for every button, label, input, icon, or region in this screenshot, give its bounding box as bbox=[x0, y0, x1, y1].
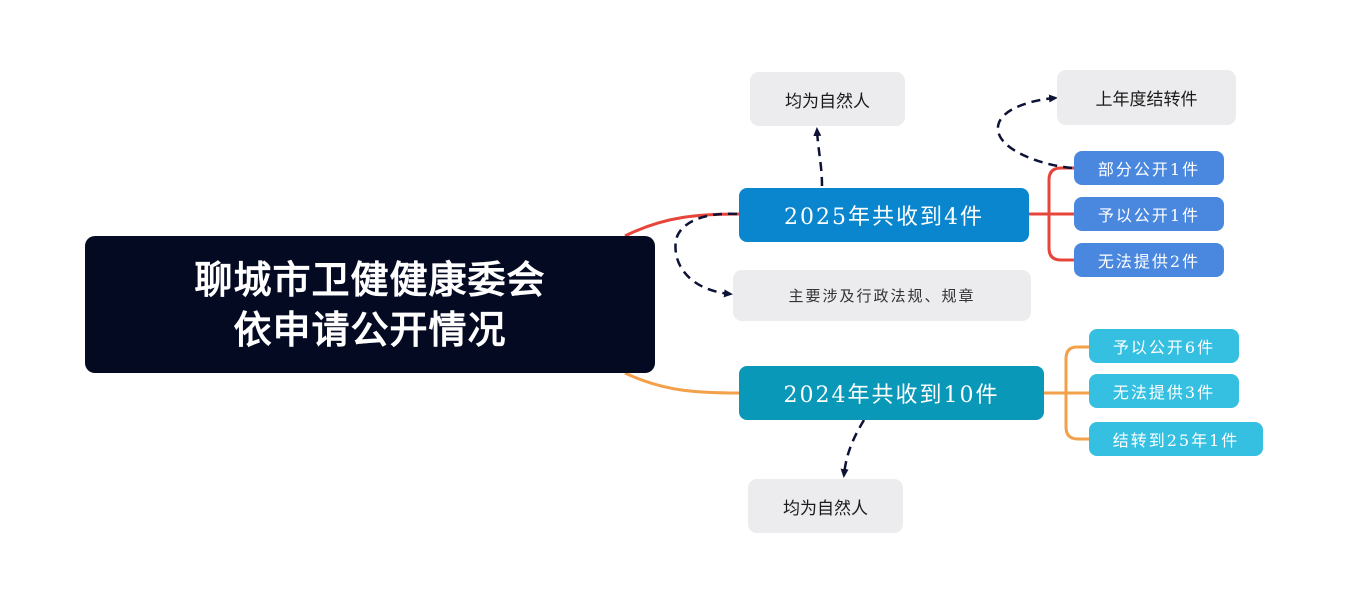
item-2025-open-label: 予以公开1件 bbox=[1097, 206, 1201, 225]
item-2024-open[interactable]: 予以公开6件 bbox=[1089, 329, 1239, 363]
dashed-arrow-2025-to-natural-person bbox=[813, 127, 824, 187]
dashed-arrow-2024-to-natural-person bbox=[840, 419, 866, 478]
connector-2024-bracket bbox=[1044, 345, 1089, 441]
branch-2025[interactable]: 2025年共收到4件 bbox=[739, 188, 1029, 242]
connector-2025-bracket bbox=[1029, 166, 1074, 262]
item-2025-partial-open[interactable]: 部分公开1件 bbox=[1074, 151, 1224, 185]
item-2024-carried-forward[interactable]: 结转到25年1件 bbox=[1089, 422, 1263, 456]
connector-root-2024 bbox=[624, 371, 740, 395]
item-2024-open-label: 予以公开6件 bbox=[1112, 338, 1216, 357]
item-2024-carried-forward-label: 结转到25年1件 bbox=[1112, 431, 1240, 450]
note-2025-natural-person-label: 均为自然人 bbox=[785, 91, 870, 112]
branch-2024-label: 2024年共收到10件 bbox=[783, 383, 1000, 408]
item-2025-partial-open-label: 部分公开1件 bbox=[1097, 160, 1201, 179]
item-2025-open[interactable]: 予以公开1件 bbox=[1074, 197, 1224, 231]
root-title-line2: 依申请公开情况 bbox=[233, 306, 507, 352]
branch-2024[interactable]: 2024年共收到10件 bbox=[739, 366, 1044, 420]
note-2025-natural-person[interactable]: 均为自然人 bbox=[750, 72, 905, 126]
note-carryover-label: 上年度结转件 bbox=[1095, 90, 1198, 110]
item-2024-unavailable-label: 无法提供3件 bbox=[1112, 383, 1216, 402]
note-2024-natural-person-label: 均为自然人 bbox=[783, 498, 868, 519]
root-title-line1: 聊城市卫健健康委会 bbox=[194, 256, 546, 302]
note-carryover[interactable]: 上年度结转件 bbox=[1057, 70, 1236, 125]
branch-2025-label: 2025年共收到4件 bbox=[784, 205, 984, 230]
item-2024-unavailable[interactable]: 无法提供3件 bbox=[1089, 374, 1239, 408]
item-2025-unavailable[interactable]: 无法提供2件 bbox=[1074, 243, 1224, 277]
root-topic[interactable]: 聊城市卫健健康委会 依申请公开情况 bbox=[85, 236, 655, 373]
note-2025-regulations[interactable]: 主要涉及行政法规、规章 bbox=[733, 270, 1031, 321]
item-2025-unavailable-label: 无法提供2件 bbox=[1097, 252, 1201, 271]
note-2024-natural-person[interactable]: 均为自然人 bbox=[748, 479, 903, 533]
note-2025-regulations-label: 主要涉及行政法规、规章 bbox=[788, 287, 976, 305]
dashed-arrow-2025-to-regulations bbox=[674, 212, 738, 298]
connector-root-2025 bbox=[624, 212, 740, 238]
